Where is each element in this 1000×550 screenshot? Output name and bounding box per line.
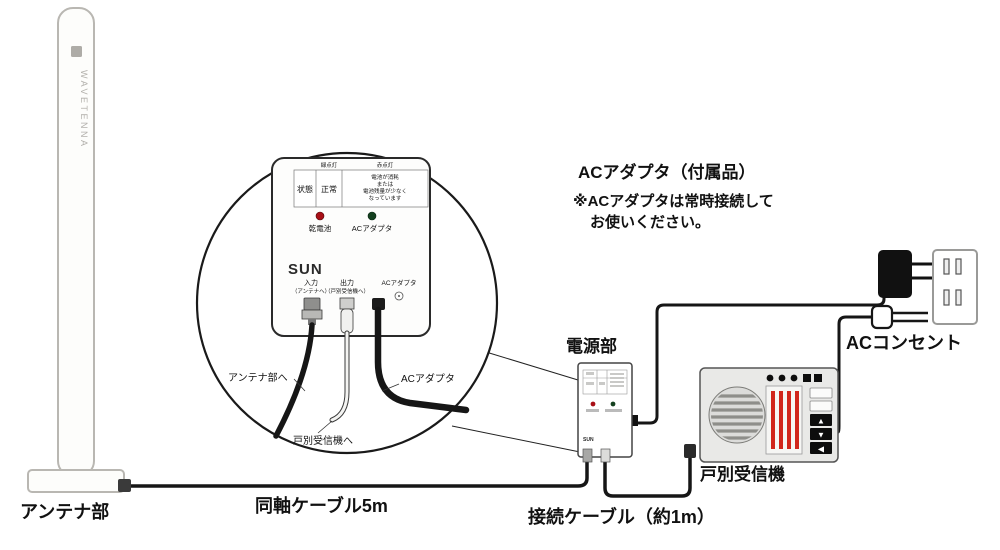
status-red-header: 赤点灯 (377, 161, 394, 169)
ac-led (367, 211, 377, 221)
status-green-header: 緑点灯 (321, 161, 338, 169)
input-port-label: 入力 (304, 278, 318, 287)
receiver-up-button (810, 414, 832, 426)
coax-cable-label: 同軸ケーブル5m (255, 495, 388, 516)
receiver-round-button-3 (790, 374, 798, 382)
receiver-down-button (810, 428, 832, 440)
power-unit-device: SUN (451, 351, 638, 463)
ac-adapter-body (878, 250, 912, 298)
magnifier-callout-line-bottom (451, 425, 581, 453)
ac-adapter-note-line1: ※ACアダプタは常時接続して (573, 192, 774, 210)
receiver-cable-white (330, 331, 349, 422)
output-port-sublabel: （戸別受信機へ） (325, 287, 369, 295)
power-unit-mini-text-smudges (586, 372, 624, 387)
speaker-icon (708, 386, 766, 444)
receiver-input-connector (684, 444, 696, 458)
dc-plug-connector (372, 298, 385, 310)
wall-outlet (932, 249, 978, 325)
receiver-label: 戸別受信機 (700, 464, 785, 484)
ac-cable-label: ACアダプタ (401, 372, 455, 385)
antenna-label: アンテナ部 (20, 501, 109, 522)
receiver-round-button-2 (778, 374, 786, 382)
to-antenna-leader (293, 378, 306, 392)
status-warning-line-4: なっています (369, 195, 402, 202)
power-unit-input-connector (582, 448, 593, 463)
receiver-left-button (810, 442, 832, 454)
status-normal-cell: 正常 (321, 185, 337, 194)
receiver-device: ▲ ▼ ◀ (684, 367, 839, 463)
status-table-grid (293, 169, 429, 208)
outlet-slots (943, 258, 962, 306)
magnified-view: 緑点灯 赤点灯 状態 正常 電池が消耗 または 電池残量が少なく なっています … (195, 151, 499, 455)
power-unit-brand: SUN (583, 437, 594, 443)
ac-adapter-cable-black (374, 306, 470, 414)
magnifier-callout-line-top (485, 351, 579, 381)
status-warning-line-3: 電池残量が少なく (363, 187, 407, 195)
receiver-cable-connector (339, 297, 355, 334)
power-plug-body (870, 304, 894, 330)
to-antenna-label: アンテナ部へ (228, 371, 288, 384)
outlet-label: ACコンセント (846, 333, 962, 353)
status-warning-line-2: または (377, 181, 394, 188)
antenna-cable-connector (301, 297, 323, 325)
certification-mark-dot (398, 295, 400, 297)
to-receiver-label: 戸別受信機へ (293, 434, 353, 447)
connection-cable-label: 接続ケーブル（約1m） (528, 506, 715, 527)
power-unit-led-label-smudge-2 (605, 409, 622, 412)
ac-led-label: ACアダプタ (352, 223, 392, 233)
up-triangle-icon: ▲ (817, 417, 825, 426)
connection-cable-line (603, 456, 692, 498)
receiver-square-button-2 (814, 374, 822, 382)
receiver-round-button-1 (766, 374, 774, 382)
ac-adapter-and-outlet (870, 249, 978, 330)
power-unit-output-connector (600, 448, 611, 463)
device-brand: SUN (288, 261, 323, 278)
status-state-header: 状態 (297, 184, 313, 194)
left-triangle-icon: ◀ (818, 445, 825, 454)
antenna-pole-brand: WAVETENNA (79, 70, 89, 149)
ac-adapter-note-line2: お使いください。 (590, 213, 710, 231)
antenna-cable-black (273, 322, 315, 439)
antenna-base-connector (118, 479, 131, 492)
to-receiver-leader (317, 420, 333, 434)
certification-mark-icon (394, 291, 404, 301)
status-warning-line-1: 電池が消耗 (371, 173, 399, 181)
power-unit-led-label-smudge-1 (586, 409, 599, 412)
coax-cable-line (130, 461, 589, 488)
input-port-sublabel: （アンテナへ） (292, 288, 330, 295)
power-unit-ac-led (610, 401, 616, 407)
power-unit-label: 電源部 (566, 336, 617, 356)
power-unit-ac-port (628, 415, 638, 426)
output-port-label: 出力 (340, 278, 354, 287)
receiver-red-bars (771, 391, 799, 449)
adapter-dc-cord (638, 296, 886, 425)
antenna-unit: WAVETENNA (27, 7, 131, 493)
ac-adapter-title: ACアダプタ（付属品） (578, 162, 756, 182)
battery-led (315, 211, 325, 221)
receiver-white-button-2 (809, 400, 833, 412)
receiver-square-button-1 (803, 374, 811, 382)
battery-led-label: 乾電池 (309, 223, 332, 233)
receiver-white-button-1 (809, 387, 833, 399)
ac-cable-leader (381, 383, 400, 392)
ac-port-label: ACアダプタ (381, 278, 416, 287)
antenna-base (27, 469, 125, 493)
antenna-logo-icon (71, 46, 82, 57)
down-triangle-icon: ▼ (817, 431, 825, 440)
power-unit-battery-led (590, 401, 596, 407)
